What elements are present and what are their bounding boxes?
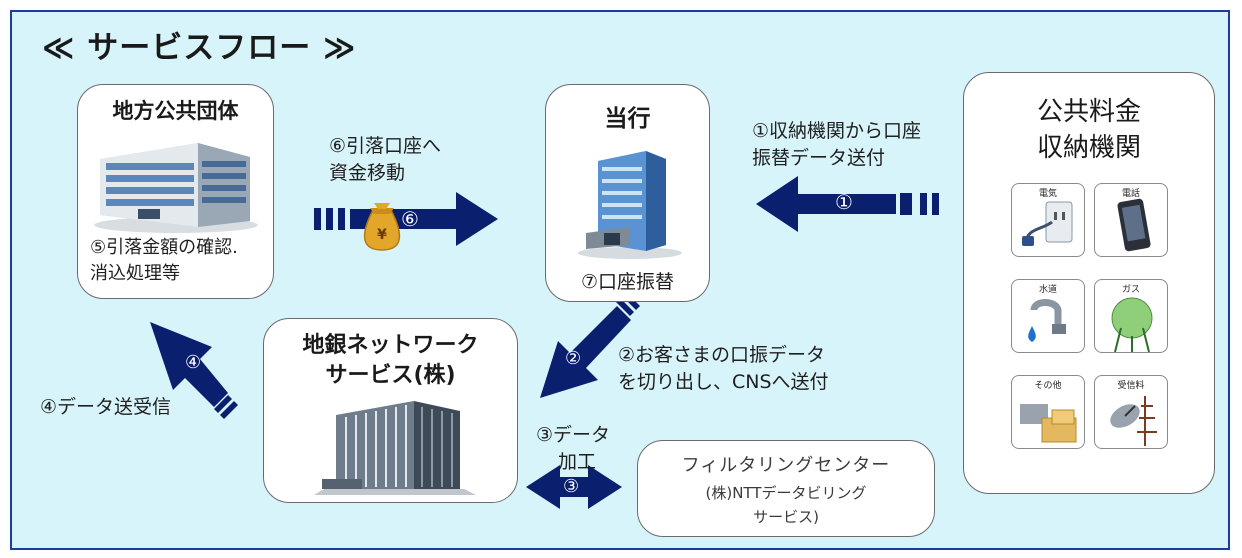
gas-tank-icon <box>1111 297 1153 352</box>
other-label: その他 <box>1034 381 1062 391</box>
electricity-cell: 電気 <box>1011 183 1085 257</box>
step-6-text-2: 資金移動 <box>329 162 406 184</box>
step-1-text-1: ①収納機関から口座 <box>752 120 922 142</box>
electric-outlet-icon <box>1022 201 1073 246</box>
page-title: ≪ サービスフロー ≫ <box>42 30 357 66</box>
water-cell: 水道 <box>1011 279 1085 353</box>
step-3-number: ③ <box>563 476 580 497</box>
step-3-text-1: ③データ <box>536 424 611 446</box>
bank-building-icon <box>578 151 682 259</box>
gas-cell: ガス <box>1094 279 1168 353</box>
satellite-dish-icon <box>1110 396 1157 446</box>
filtering-center-title: フィルタリングセンター <box>681 455 891 476</box>
step-2-number: ② <box>565 348 582 369</box>
telephone-label: 電話 <box>1121 189 1140 199</box>
step-3-text-2: 加工 <box>558 451 597 473</box>
money-bag-icon: ¥ <box>363 203 401 251</box>
step-2-text-2: を切り出し、CNSへ送付 <box>618 371 829 393</box>
network-title-2: サービス(株) <box>325 363 456 388</box>
step-6-number: ⑥ <box>401 207 419 231</box>
electricity-label: 電気 <box>1038 189 1057 199</box>
network-service-box: 地銀ネットワーク サービス(株) <box>263 318 518 503</box>
step-4-number: ④ <box>185 352 202 373</box>
arrow-step-3 <box>526 465 622 509</box>
step-1-number: ① <box>835 190 853 214</box>
public-fee-box: 公共料金 収納機関 電気 電話 水道 <box>963 72 1215 494</box>
local-government-note-2: 消込処理等 <box>90 263 180 284</box>
yen-symbol: ¥ <box>377 227 387 243</box>
local-government-title: 地方公共団体 <box>112 99 239 123</box>
local-government-note-1: ⑤引落金額の確認. <box>90 237 238 258</box>
office-building-icon <box>94 143 258 233</box>
water-faucet-icon <box>1028 299 1066 342</box>
arrow-step-6 <box>314 192 498 246</box>
step-2-text-1: ②お客さまの口振データ <box>618 344 826 366</box>
reception-fee-cell: 受信料 <box>1094 375 1168 449</box>
arrow-step-4 <box>150 322 238 419</box>
local-government-box: 地方公共団体 ⑤引落金額の確認. 消込処理等 <box>77 84 274 299</box>
step-4-text: ④データ送受信 <box>40 396 172 418</box>
packages-icon <box>1020 404 1077 443</box>
filtering-center-sub-2: サービス) <box>753 508 819 526</box>
filtering-center-sub-1: (株)NTTデータビリング <box>705 484 867 502</box>
bank-title: 当行 <box>604 106 651 132</box>
step-1-text-2: 振替データ送付 <box>752 147 886 169</box>
step-6-text-1: ⑥引落口座へ <box>329 135 442 157</box>
filtering-center-box: フィルタリングセンター (株)NTTデータビリング サービス) <box>637 440 935 537</box>
bank-note: ⑦口座振替 <box>580 271 675 293</box>
mobile-phone-icon <box>1117 198 1151 252</box>
public-fee-title-1: 公共料金 <box>1036 97 1141 127</box>
bank-box: 当行 ⑦口座振替 <box>545 84 710 302</box>
arrow-step-1 <box>756 176 939 232</box>
other-cell: その他 <box>1011 375 1085 449</box>
network-title-1: 地銀ネットワーク <box>302 333 479 358</box>
public-fee-title-2: 収納機関 <box>1036 133 1141 163</box>
telephone-cell: 電話 <box>1094 183 1168 257</box>
reception-fee-label: 受信料 <box>1117 381 1145 391</box>
water-label: 水道 <box>1038 285 1057 295</box>
tall-building-icon <box>314 401 476 495</box>
gas-label: ガス <box>1121 285 1140 295</box>
